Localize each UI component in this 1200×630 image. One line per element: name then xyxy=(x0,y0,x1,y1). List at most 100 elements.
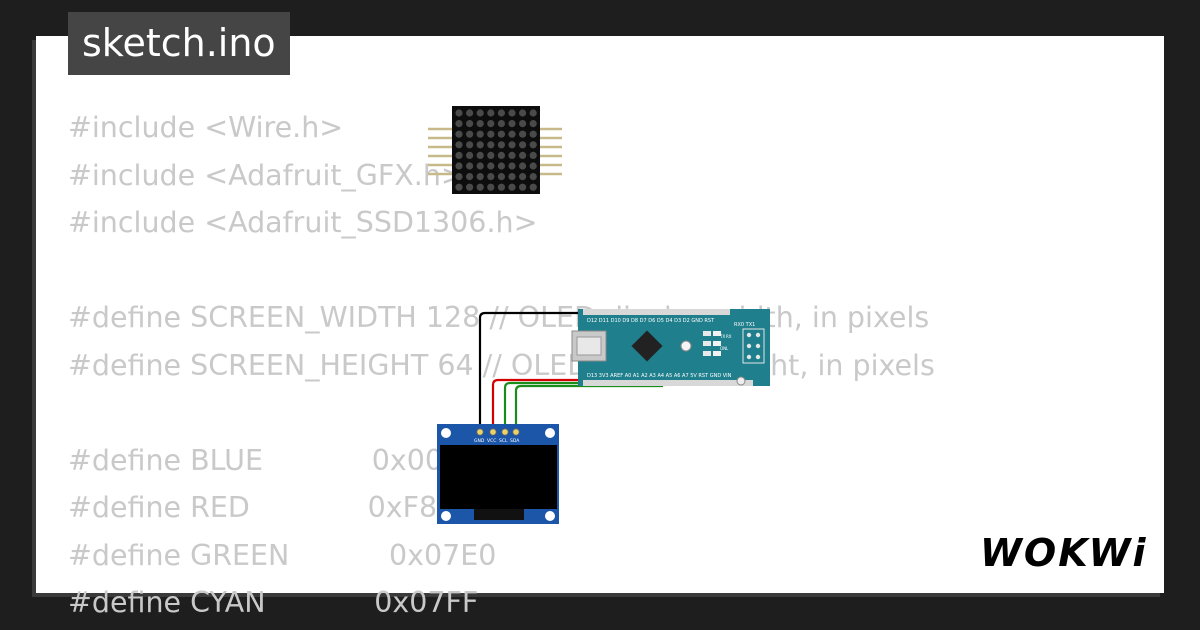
led-matrix-dot xyxy=(529,162,537,170)
led-matrix-dot xyxy=(455,141,463,149)
oled-screen xyxy=(440,445,557,509)
oled-display[interactable]: GND VCC SCL SDA xyxy=(437,424,559,524)
led-matrix-dot xyxy=(529,109,537,117)
led-matrix-dot xyxy=(519,162,527,170)
led-matrix-dots xyxy=(455,109,537,191)
led-matrix-dot xyxy=(529,151,537,159)
nano-mcu-chip xyxy=(631,330,663,362)
led-matrix-dot xyxy=(466,109,474,117)
nano-led-label-tx: TX xyxy=(719,334,725,339)
led-matrix-dot xyxy=(466,130,474,138)
led-matrix-dot xyxy=(519,173,527,181)
wire-vcc[interactable] xyxy=(491,378,726,432)
led-matrix-dot xyxy=(497,183,505,191)
led-matrix-pins xyxy=(428,127,562,176)
oled-pin-label-sda: SDA xyxy=(510,438,520,444)
wokwi-logo: WOKWi xyxy=(980,531,1148,575)
led-matrix-dot xyxy=(529,130,537,138)
oled-pin-label-scl: SCL xyxy=(499,438,508,444)
led-matrix-dot xyxy=(508,130,516,138)
nano-usb-port xyxy=(571,330,607,362)
led-matrix-dot xyxy=(529,173,537,181)
led-matrix-dot xyxy=(497,141,505,149)
oled-mount-hole-bl xyxy=(441,511,451,521)
led-matrix-dot xyxy=(466,151,474,159)
led-matrix-dot xyxy=(497,162,505,170)
led-matrix-dot xyxy=(476,151,484,159)
led-matrix-dot xyxy=(519,151,527,159)
nano-led-label-on: ON xyxy=(720,346,726,351)
code-line: #include <Wire.h> xyxy=(68,111,344,144)
code-line: #define SCREEN_WIDTH 128 // OLED display… xyxy=(68,301,930,334)
nano-top-header xyxy=(583,309,730,315)
led-matrix[interactable] xyxy=(428,106,562,194)
wire-gnd[interactable] xyxy=(478,311,717,432)
led-matrix-dot xyxy=(519,120,527,128)
led-matrix-dot xyxy=(519,130,527,138)
nano-icsp-frame xyxy=(742,328,765,364)
led-matrix-dot xyxy=(508,141,516,149)
led-matrix-dot xyxy=(519,109,527,117)
nano-bottom-pin-labels: D13 3V3 AREF A0 A1 A2 A3 A4 A5 A6 A7 5V … xyxy=(587,373,732,379)
led-matrix-dot xyxy=(508,162,516,170)
led-matrix-dot xyxy=(476,141,484,149)
file-tab-sketch[interactable]: sketch.ino xyxy=(68,12,290,75)
nano-led-label-rx: RX xyxy=(726,334,732,339)
nano-serial-label: RX0 TX1 xyxy=(734,322,755,328)
led-matrix-dot xyxy=(476,130,484,138)
oled-mount-hole-tr xyxy=(545,428,555,438)
arduino-nano[interactable]: D12 D11 D10 D9 D8 D7 D6 D5 D4 D3 D2 GND … xyxy=(571,309,770,386)
led-matrix-dot xyxy=(497,130,505,138)
code-line: #include <Adafruit_GFX.h> xyxy=(68,158,465,192)
led-matrix-dot xyxy=(476,109,484,117)
led-matrix-body xyxy=(452,106,540,194)
led-matrix-dot xyxy=(455,173,463,181)
code-line: #define CYAN 0x07FF xyxy=(68,586,479,619)
oled-pin-label-gnd: GND xyxy=(474,438,485,444)
code-line: #include <Adafruit_SSD1306.h> xyxy=(68,206,538,239)
led-matrix-dot xyxy=(519,141,527,149)
oled-pin-pads xyxy=(476,428,520,436)
led-matrix-dot xyxy=(455,109,463,117)
file-tab-label: sketch.ino xyxy=(82,21,276,65)
led-matrix-dot xyxy=(466,183,474,191)
led-matrix-dot xyxy=(497,109,505,117)
led-matrix-dot xyxy=(466,162,474,170)
wires xyxy=(478,311,726,432)
led-matrix-dot xyxy=(487,130,495,138)
led-matrix-dot xyxy=(466,120,474,128)
led-matrix-dot xyxy=(455,151,463,159)
led-matrix-dot xyxy=(519,183,527,191)
led-matrix-dot xyxy=(508,183,516,191)
led-matrix-dot xyxy=(487,162,495,170)
led-matrix-dot xyxy=(476,120,484,128)
wokwi-logo-text: WOKWi xyxy=(980,531,1148,575)
led-matrix-dot xyxy=(476,162,484,170)
nano-bottom-header xyxy=(583,380,753,386)
led-matrix-dot xyxy=(487,173,495,181)
nano-icsp-header xyxy=(746,332,761,360)
nano-board xyxy=(578,309,770,386)
led-matrix-dot xyxy=(476,183,484,191)
led-matrix-dot xyxy=(497,173,505,181)
nano-mount-hole xyxy=(736,376,746,386)
code-line: #define GREEN 0x07E0 xyxy=(68,538,497,572)
led-matrix-dot xyxy=(487,183,495,191)
nano-reset-button[interactable] xyxy=(680,340,692,352)
code-editor[interactable]: #include <Wire.h> #include <Adafruit_GFX.… xyxy=(68,104,935,627)
wire-sda[interactable] xyxy=(514,380,664,432)
led-matrix-dot xyxy=(497,151,505,159)
oled-mount-hole-tl xyxy=(441,428,451,438)
led-matrix-dot xyxy=(455,183,463,191)
led-matrix-dot xyxy=(497,120,505,128)
led-matrix-dot xyxy=(476,173,484,181)
wire-scl[interactable] xyxy=(503,380,674,432)
led-matrix-dot xyxy=(508,120,516,128)
led-matrix-dot xyxy=(508,151,516,159)
led-matrix-dot xyxy=(466,141,474,149)
code-panel: #include <Wire.h> #include <Adafruit_GFX.… xyxy=(36,36,1164,619)
led-matrix-dot xyxy=(487,151,495,159)
led-matrix-dot xyxy=(508,173,516,181)
led-matrix-dot xyxy=(508,109,516,117)
